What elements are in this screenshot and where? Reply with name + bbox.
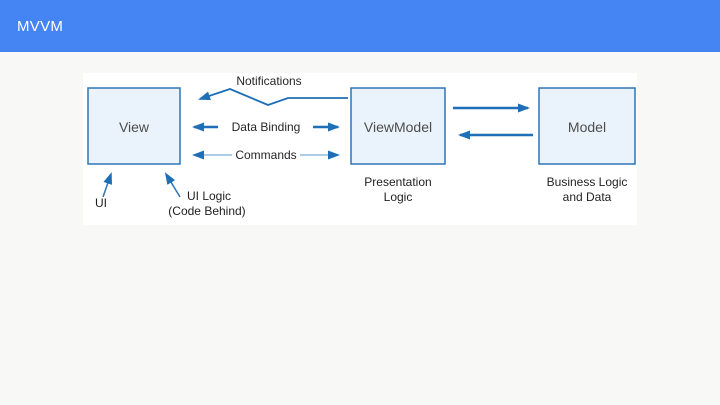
viewmodel-box-label: ViewModel — [364, 119, 432, 135]
ui-logic-annotation: UI Logic — [187, 189, 231, 203]
model-box — [538, 87, 636, 165]
commands-label: Commands — [235, 148, 296, 162]
business-logic-annotation-line1: Business Logic — [547, 175, 628, 189]
page-title: MVVM — [17, 17, 64, 35]
notifications-arrow — [198, 88, 348, 106]
mvvm-diagram: View ViewModel Model Notifications Data … — [87, 74, 636, 218]
presentation-logic-annotation-line1: Presentation — [364, 175, 431, 189]
notifications-label: Notifications — [236, 74, 301, 88]
model-box-label: Model — [568, 119, 606, 135]
ui-callout-arrow — [102, 172, 112, 198]
view-box — [87, 87, 181, 165]
ui-logic-callout-arrow — [164, 172, 181, 198]
presentation-logic-annotation-line2: Logic — [384, 190, 413, 204]
view-box-label: View — [119, 119, 150, 135]
ui-logic-sub-annotation: (Code Behind) — [168, 204, 245, 218]
business-logic-annotation-line2: and Data — [563, 190, 612, 204]
app-header: MVVM — [0, 0, 720, 52]
data-binding-label: Data Binding — [232, 120, 301, 134]
slide-area: View ViewModel Model Notifications Data … — [0, 52, 720, 405]
ui-annotation: UI — [95, 196, 107, 210]
viewmodel-box — [350, 87, 446, 165]
mvvm-diagram-panel: View ViewModel Model Notifications Data … — [83, 73, 637, 225]
